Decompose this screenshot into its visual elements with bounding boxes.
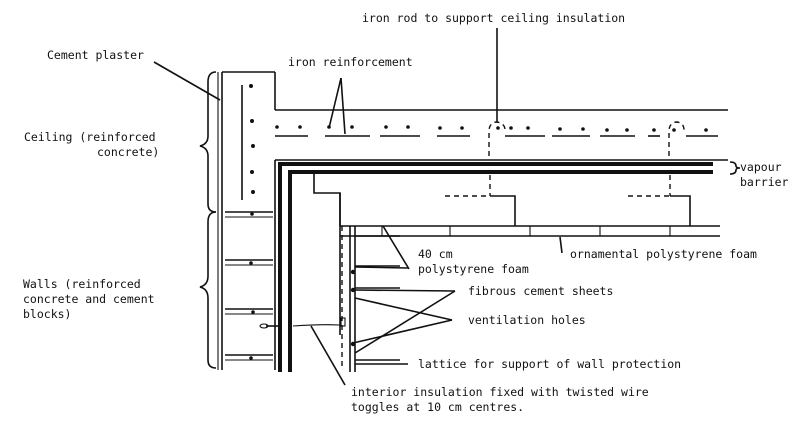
leader-lines: [153, 28, 563, 386]
ceiling-support-rods: [445, 121, 691, 226]
label-ventilation-holes: ventilation holes: [468, 313, 586, 327]
vapour-brace: [729, 161, 741, 175]
label-vapour: vapour: [740, 160, 782, 174]
polystyrene-foam-block: [313, 174, 720, 335]
label-walls-line3: blocks): [23, 307, 71, 321]
label-interior-insulation-line2: toggles at 10 cm centres.: [351, 400, 524, 414]
label-walls-line1: Walls (reinforced: [23, 277, 141, 291]
vapour-barrier: [278, 162, 713, 372]
label-cement-plaster: Cement plaster: [47, 48, 144, 62]
ceiling-reinforcement: [275, 125, 718, 137]
cement-block-courses: [225, 211, 273, 361]
ceiling-brace: [199, 71, 217, 213]
label-iron-rod: iron rod to support ceiling insulation: [362, 11, 625, 25]
walls-brace: [199, 211, 217, 369]
label-interior-insulation-line1: interior insulation fixed with twisted w…: [351, 385, 649, 399]
label-ornamental-foam: ornamental polystyrene foam: [570, 247, 757, 261]
concrete-structure: [217, 71, 728, 370]
label-foam-40cm: 40 cm: [418, 247, 453, 261]
label-ceiling-line2: concrete): [97, 145, 159, 159]
label-walls-line2: concrete and cement: [23, 292, 155, 306]
label-lattice: lattice for support of wall protection: [418, 357, 681, 371]
wire-toggle: [259, 317, 346, 329]
label-foam-polystyrene: polystyrene foam: [418, 262, 529, 276]
wall-protection-layers: [341, 226, 400, 372]
label-fibrous-cement: fibrous cement sheets: [468, 284, 613, 298]
label-barrier: barrier: [740, 175, 789, 189]
wall-reinforcement: [241, 84, 255, 200]
label-iron-reinforcement: iron reinforcement: [288, 55, 413, 69]
label-ceiling-line1: Ceiling (reinforced: [24, 130, 156, 144]
